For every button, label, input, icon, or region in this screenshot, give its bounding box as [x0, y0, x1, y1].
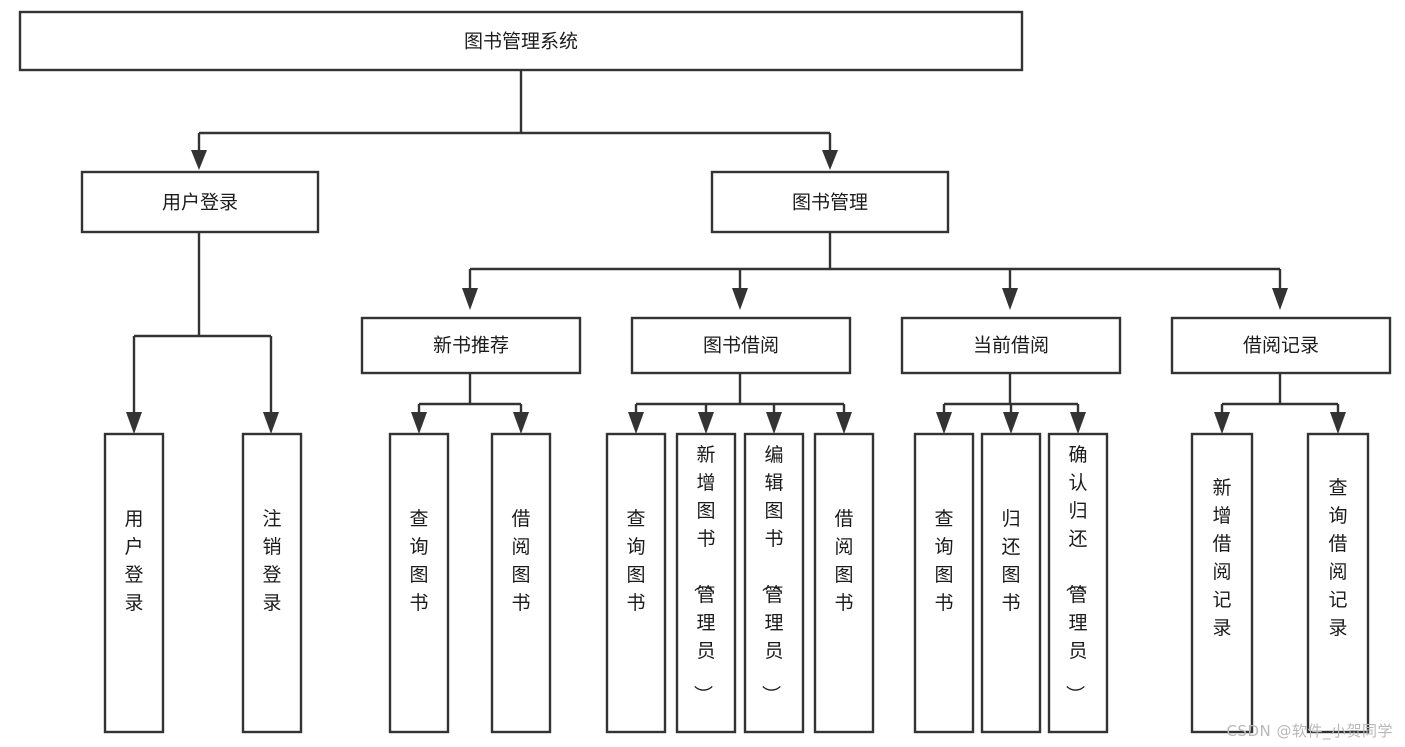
leaf-cb-confirm-return-box[interactable] — [1047, 432, 1109, 734]
connectors-borrow-record-to-leaves — [1214, 373, 1346, 434]
leaf-node[interactable]: 确认归还（管理员） — [1047, 432, 1109, 734]
leaf-br-query-record-box[interactable] — [1306, 432, 1370, 734]
leaf-cb-query-book-label: 查询图书 — [934, 508, 953, 614]
connectors-current-borrow-to-leaves — [936, 373, 1086, 434]
leaf-nb-borrow-book-label: 借阅图书 — [511, 508, 530, 614]
node-book-management[interactable]: 图书管理 — [710, 170, 950, 234]
leaf-br-add-record-label: 新增借阅记录 — [1212, 477, 1231, 639]
arrow-head-borrow-record — [1272, 288, 1288, 310]
node-current-borrow-label: 当前借阅 — [973, 335, 1049, 357]
leaf-nb-query-book-label: 查询图书 — [409, 508, 428, 614]
leaf-node[interactable]: 用户登录 — [103, 432, 165, 734]
leaf-node[interactable]: 借阅图书 — [490, 432, 552, 734]
leaf-cb-confirm-return-label: 确认归还（管理员） — [1063, 444, 1087, 704]
node-current-borrow[interactable]: 当前借阅 — [900, 316, 1122, 375]
node-current-borrow-box[interactable] — [900, 316, 1122, 375]
node-borrow-record-label: 借阅记录 — [1243, 335, 1319, 357]
arrow-head-current-borrow — [1002, 288, 1018, 310]
leaf-node[interactable]: 查询图书 — [605, 432, 667, 734]
connectors-book-mgmt-to-level2 — [462, 232, 1288, 310]
arrow-head-bb-leaf-2 — [698, 412, 714, 434]
connectors-root-to-level1 — [191, 70, 838, 170]
node-root-label: 图书管理系统 — [464, 31, 578, 53]
leaf-bb-query-book-label: 查询图书 — [626, 508, 645, 614]
leaf-node[interactable]: 编辑图书（管理员） — [743, 432, 805, 734]
leaf-node[interactable]: 查询图书 — [388, 432, 450, 734]
leaf-node[interactable]: 查询图书 — [913, 432, 975, 734]
leaf-bb-query-book-box[interactable] — [605, 432, 667, 734]
node-user-login-box[interactable] — [80, 170, 320, 234]
node-new-book-recommend[interactable]: 新书推荐 — [360, 316, 582, 375]
node-root[interactable]: 图书管理系统 — [18, 10, 1024, 72]
leaf-node[interactable]: 借阅图书 — [813, 432, 875, 734]
arrow-head-br-leaf-2 — [1330, 412, 1346, 434]
arrow-head-bb-leaf-3 — [766, 412, 782, 434]
leaf-cb-return-book-label: 归还图书 — [1001, 508, 1020, 614]
arrow-head-nb-leaf-2 — [513, 412, 529, 434]
connectors-new-book-to-leaves — [411, 373, 529, 434]
leaf-br-query-record-label: 查询借阅记录 — [1328, 477, 1347, 639]
leaf-user-login-label: 用户登录 — [124, 508, 143, 614]
node-book-borrow[interactable]: 图书借阅 — [630, 316, 852, 375]
arrow-head-leaf-user-login — [126, 412, 142, 434]
node-borrow-record[interactable]: 借阅记录 — [1170, 316, 1392, 375]
leaf-node[interactable]: 归还图书 — [980, 432, 1042, 734]
leaf-node[interactable]: 查询借阅记录 — [1306, 432, 1370, 734]
leaf-nb-borrow-book-box[interactable] — [490, 432, 552, 734]
arrow-head-bb-leaf-4 — [836, 412, 852, 434]
leaf-logout-box[interactable] — [241, 432, 303, 734]
node-book-management-box[interactable] — [710, 170, 950, 234]
leaf-bb-edit-book-label: 编辑图书（管理员） — [759, 444, 783, 704]
node-new-book-recommend-box[interactable] — [360, 316, 582, 375]
leaf-cb-return-book-box[interactable] — [980, 432, 1042, 734]
leaf-user-login-box[interactable] — [103, 432, 165, 734]
node-book-borrow-label: 图书借阅 — [703, 335, 779, 357]
arrow-head-nb-leaf-1 — [411, 412, 427, 434]
leaf-cb-query-book-box[interactable] — [913, 432, 975, 734]
arrow-head-cb-leaf-2 — [1003, 412, 1019, 434]
node-book-borrow-box[interactable] — [630, 316, 852, 375]
connectors-user-login-to-leaves — [126, 232, 279, 434]
node-book-management-label: 图书管理 — [792, 192, 868, 214]
csdn-watermark: CSDN @软件_小贺同学 — [1226, 722, 1393, 740]
connectors-book-borrow-to-leaves — [628, 373, 852, 434]
node-user-login[interactable]: 用户登录 — [80, 170, 320, 234]
arrow-head-br-leaf-1 — [1214, 412, 1230, 434]
leaf-bb-add-book-label: 新增图书（管理员） — [691, 444, 715, 704]
arrow-head-book-mgmt — [822, 150, 838, 170]
node-root-box[interactable] — [18, 10, 1024, 72]
node-user-login-label: 用户登录 — [162, 192, 238, 214]
arrow-head-new-book — [462, 288, 478, 310]
arrow-head-cb-leaf-1 — [936, 412, 952, 434]
leaf-node[interactable]: 注销登录 — [241, 432, 303, 734]
leaf-nb-query-book-box[interactable] — [388, 432, 450, 734]
leaf-bb-borrow-book-box[interactable] — [813, 432, 875, 734]
leaf-logout-label: 注销登录 — [262, 508, 281, 614]
node-borrow-record-box[interactable] — [1170, 316, 1392, 375]
leaf-bb-edit-book-box[interactable] — [743, 432, 805, 734]
leaf-node[interactable]: 新增借阅记录 — [1190, 432, 1254, 734]
leaf-node[interactable]: 新增图书（管理员） — [675, 432, 737, 734]
leaf-bb-add-book-box[interactable] — [675, 432, 737, 734]
arrow-head-leaf-logout — [263, 412, 279, 434]
arrow-head-user-login — [191, 150, 207, 170]
arrow-head-cb-leaf-3 — [1070, 412, 1086, 434]
arrow-head-bb-leaf-1 — [628, 412, 644, 434]
leaf-bb-borrow-book-label: 借阅图书 — [834, 508, 853, 614]
leaf-br-add-record-box[interactable] — [1190, 432, 1254, 734]
node-new-book-recommend-label: 新书推荐 — [433, 335, 509, 357]
arrow-head-book-borrow — [732, 288, 748, 310]
